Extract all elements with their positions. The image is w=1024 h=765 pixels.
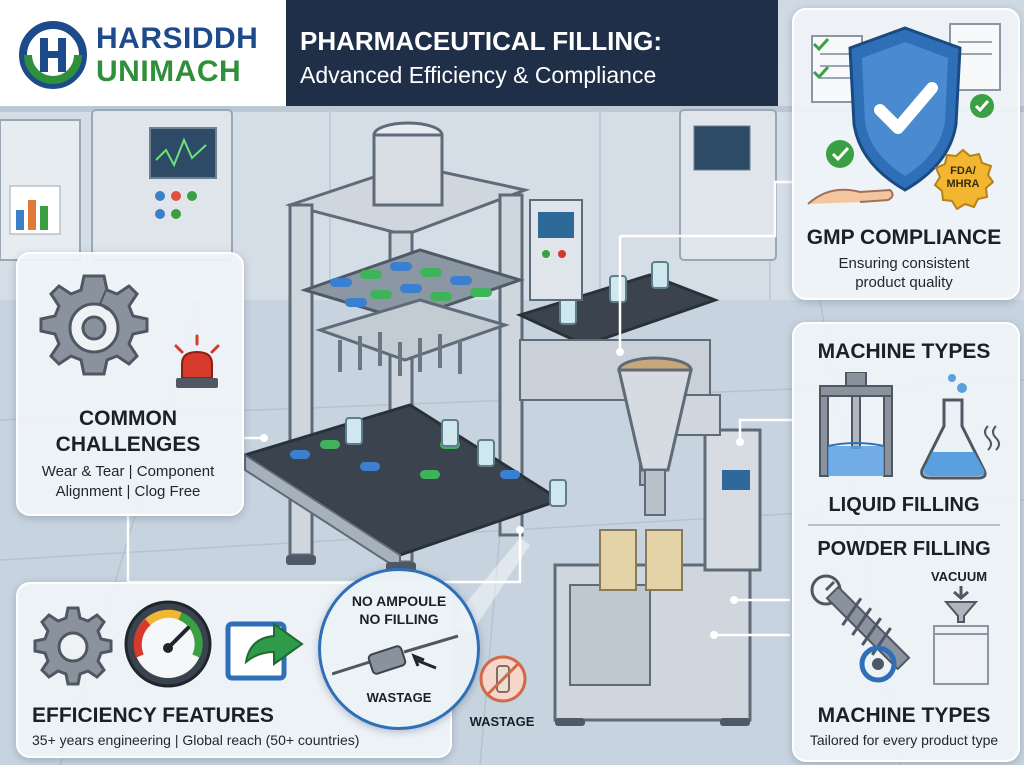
flask-icon	[920, 374, 1000, 480]
fda-mhra-badge-label: FDA/ MHRA	[932, 165, 994, 191]
gmp-heading: GMP COMPLIANCE	[806, 226, 1002, 249]
shield-check-icon	[807, 23, 1001, 205]
auger-screw-icon	[810, 574, 911, 683]
no-wastage-icon	[479, 655, 527, 703]
challenges-description: Wear & Tear | Component Alignment | Clog…	[16, 462, 240, 502]
alarm-light-icon	[174, 334, 220, 388]
machine-types-footer-description: Tailored for every product type	[809, 732, 999, 748]
badge-line1: FDA/	[950, 165, 976, 177]
efficiency-gear-icon	[33, 606, 113, 686]
worn-gear-icon	[39, 274, 149, 376]
badge-line2: MHRA	[946, 178, 980, 190]
ampoule-inner-wastage-label: WASTAGE	[366, 690, 432, 705]
vacuum-label: VACUUM	[930, 569, 988, 584]
page-title: PHARMACEUTICAL FILLING:	[300, 26, 663, 56]
machine-types-footer-heading: MACHINE TYPES	[817, 704, 991, 727]
challenges-heading-line1: COMMON	[79, 407, 177, 430]
efficiency-heading: EFFICIENCY FEATURES	[32, 704, 274, 727]
machine-types-heading: MACHINE TYPES	[817, 340, 991, 363]
ampoule-line2: NO FILLING	[359, 611, 439, 627]
gmp-line1: Ensuring consistent	[838, 255, 970, 272]
brand-logo-mark	[19, 21, 87, 89]
challenges-heading-line2: CHALLENGES	[55, 433, 201, 456]
ampoule-sensor-icon	[332, 634, 459, 676]
challenges-line1: Wear & Tear | Component	[41, 463, 215, 480]
title-banner	[286, 0, 778, 106]
vacuum-pouch-icon	[933, 586, 989, 685]
efficiency-description: 35+ years engineering | Global reach (50…	[32, 732, 360, 748]
gmp-line2: product quality	[855, 274, 953, 291]
challenges-line2: Alignment | Clog Free	[55, 483, 201, 500]
machine-types-divider	[808, 524, 1000, 526]
fda-mhra-badge-icon	[933, 148, 994, 210]
challenges-heading: COMMON CHALLENGES	[16, 406, 240, 458]
page-subtitle: Advanced Efficiency & Compliance	[300, 62, 657, 88]
powder-filling-label: POWDER FILLING	[817, 538, 991, 560]
export-arrow-icon	[225, 621, 304, 681]
liquid-filling-label: LIQUID FILLING	[828, 494, 980, 516]
brand-name-line2: UNIMACH	[96, 55, 242, 88]
gmp-description: Ensuring consistent product quality	[792, 254, 1016, 292]
liquid-press-icon	[819, 372, 893, 477]
brand-name-line1: HARSIDDH	[96, 22, 259, 55]
speedometer-icon	[124, 600, 212, 688]
ampoule-callout-text: NO AMPOULE NO FILLING	[318, 592, 480, 628]
wastage-label: WASTAGE	[469, 714, 535, 729]
ampoule-line1: NO AMPOULE	[351, 593, 447, 609]
